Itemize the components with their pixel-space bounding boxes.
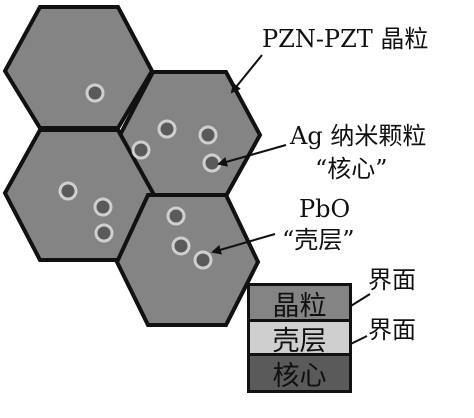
nanoparticle [193, 250, 213, 270]
core-label-line1: Ag 纳米颗粒 [290, 122, 427, 150]
grain-hexagon-1 [2, 5, 155, 130]
grain-arrow [230, 54, 263, 94]
legend-core-text: 核心 [272, 360, 327, 392]
nanoparticle [93, 197, 113, 217]
shell-label-line1: PbO [299, 195, 351, 223]
core-label-line2: “核心” [315, 155, 388, 183]
nanoparticle [198, 125, 218, 145]
nanoparticle [131, 140, 151, 160]
nanoparticle-group [58, 83, 222, 270]
grain-hexagon-4 [114, 193, 261, 327]
shell-arrow [211, 233, 276, 255]
legend-shell-layer: 壳层 [247, 319, 352, 357]
legend-core-layer: 核心 [247, 353, 352, 393]
legend-shell-text: 壳层 [272, 325, 327, 357]
core-arrow [217, 144, 287, 167]
legend-grain-layer: 晶粒 [247, 283, 352, 323]
nanoparticle [171, 236, 191, 256]
shell-label-line2: “壳层” [282, 226, 355, 254]
nanoparticle [157, 119, 177, 139]
nanoparticle [58, 181, 78, 201]
interface-label-top: 界面 [368, 266, 416, 294]
nanoparticle [94, 223, 114, 243]
interface-label-bottom: 界面 [368, 316, 416, 344]
legend-grain-text: 晶粒 [272, 290, 327, 322]
nanoparticle [166, 206, 186, 226]
nanoparticle [85, 83, 105, 103]
nanoparticle [202, 153, 222, 173]
grain-label: PZN-PZT 晶粒 [262, 25, 429, 53]
